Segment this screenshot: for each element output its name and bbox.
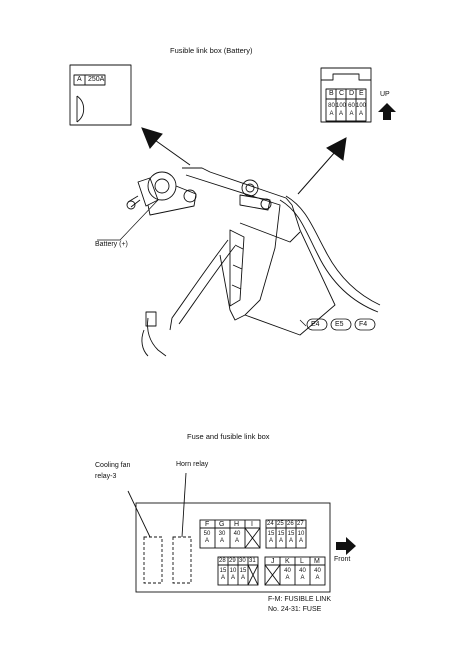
fuse-24-rating: 15 A xyxy=(267,531,275,544)
cooling-fan-relay-label: Cooling fan relay-3 xyxy=(95,462,131,480)
fuse-28-rating: 15 A xyxy=(219,568,227,581)
front-label: Front xyxy=(334,556,351,563)
battery-section-title: Fusible link box (Battery) xyxy=(170,46,253,55)
legend-fuse: No. 24-31: FUSE xyxy=(268,606,322,613)
fusible-link-a-rating: 250A xyxy=(88,76,105,83)
fusible-link-a-letter: A xyxy=(77,76,82,83)
up-label: UP xyxy=(380,91,390,98)
link-k-rating: 40 A xyxy=(284,568,291,581)
connector-e4 xyxy=(306,318,328,331)
link-m-rating: 40 A xyxy=(314,568,321,581)
fuse-29-rating: 10 A xyxy=(229,568,237,581)
connector-e4-label: E4 xyxy=(311,321,320,328)
fuse-26-rating: 15 A xyxy=(287,531,295,544)
link-m-letter: M xyxy=(314,558,320,565)
link-i-letter: I xyxy=(251,521,253,528)
link-l-rating: 40 A xyxy=(299,568,306,581)
link-d-rating: 60 A xyxy=(348,103,355,117)
legend-fusible-link: F-M: FUSIBLE LINK xyxy=(268,596,332,603)
link-f-letter: F xyxy=(205,521,210,528)
fuse-30-rating: 15 A xyxy=(239,568,247,581)
fuse-27-rating: 10 A xyxy=(297,531,305,544)
link-j-letter: J xyxy=(271,558,275,565)
link-c-letter: C xyxy=(339,90,345,97)
fuse-25-rating: 15 A xyxy=(277,531,285,544)
link-e-rating: 100 A xyxy=(356,103,367,117)
link-l-letter: L xyxy=(300,558,304,565)
horn-relay-label: Horn relay xyxy=(176,461,209,468)
link-e-letter: E xyxy=(359,90,364,97)
fuse-section-title: Fuse and fusible link box xyxy=(187,432,270,441)
fuse-27-num: 27 xyxy=(297,521,304,527)
fusible-link-a-tab xyxy=(76,95,85,123)
link-h-rating: 40 A xyxy=(233,531,241,544)
fuse-29-num: 29 xyxy=(229,558,236,564)
fuse-28-num: 28 xyxy=(219,558,226,564)
connector-f4 xyxy=(354,318,376,331)
arrow-to-link-be xyxy=(326,137,347,161)
up-arrow-icon xyxy=(378,103,396,120)
fuse-30-num: 30 xyxy=(239,558,246,564)
fusible-link-be-box xyxy=(320,67,372,123)
fusible-link-a-box xyxy=(69,64,132,126)
fuse-25-num: 25 xyxy=(277,521,284,527)
link-b-letter: B xyxy=(329,90,334,97)
fuse-24-num: 24 xyxy=(267,521,274,527)
link-k-letter: K xyxy=(285,558,290,565)
fuse-31-num: 31 xyxy=(249,558,256,564)
link-c-rating: 100 A xyxy=(336,103,347,117)
fuse-26-num: 26 xyxy=(287,521,294,527)
link-d-letter: D xyxy=(349,90,355,97)
arrow-to-link-a xyxy=(141,127,163,149)
link-f-rating: 50 A xyxy=(203,531,211,544)
battery-label: Battery (+) xyxy=(95,241,128,248)
link-g-rating: 30 A xyxy=(218,531,226,544)
link-g-letter: G xyxy=(219,521,225,528)
connector-e5-label: E5 xyxy=(335,321,344,328)
connector-f4-label: F4 xyxy=(359,321,368,328)
link-h-letter: H xyxy=(234,521,240,528)
connector-e5 xyxy=(330,318,352,331)
link-b-rating: 80 A xyxy=(328,103,335,117)
